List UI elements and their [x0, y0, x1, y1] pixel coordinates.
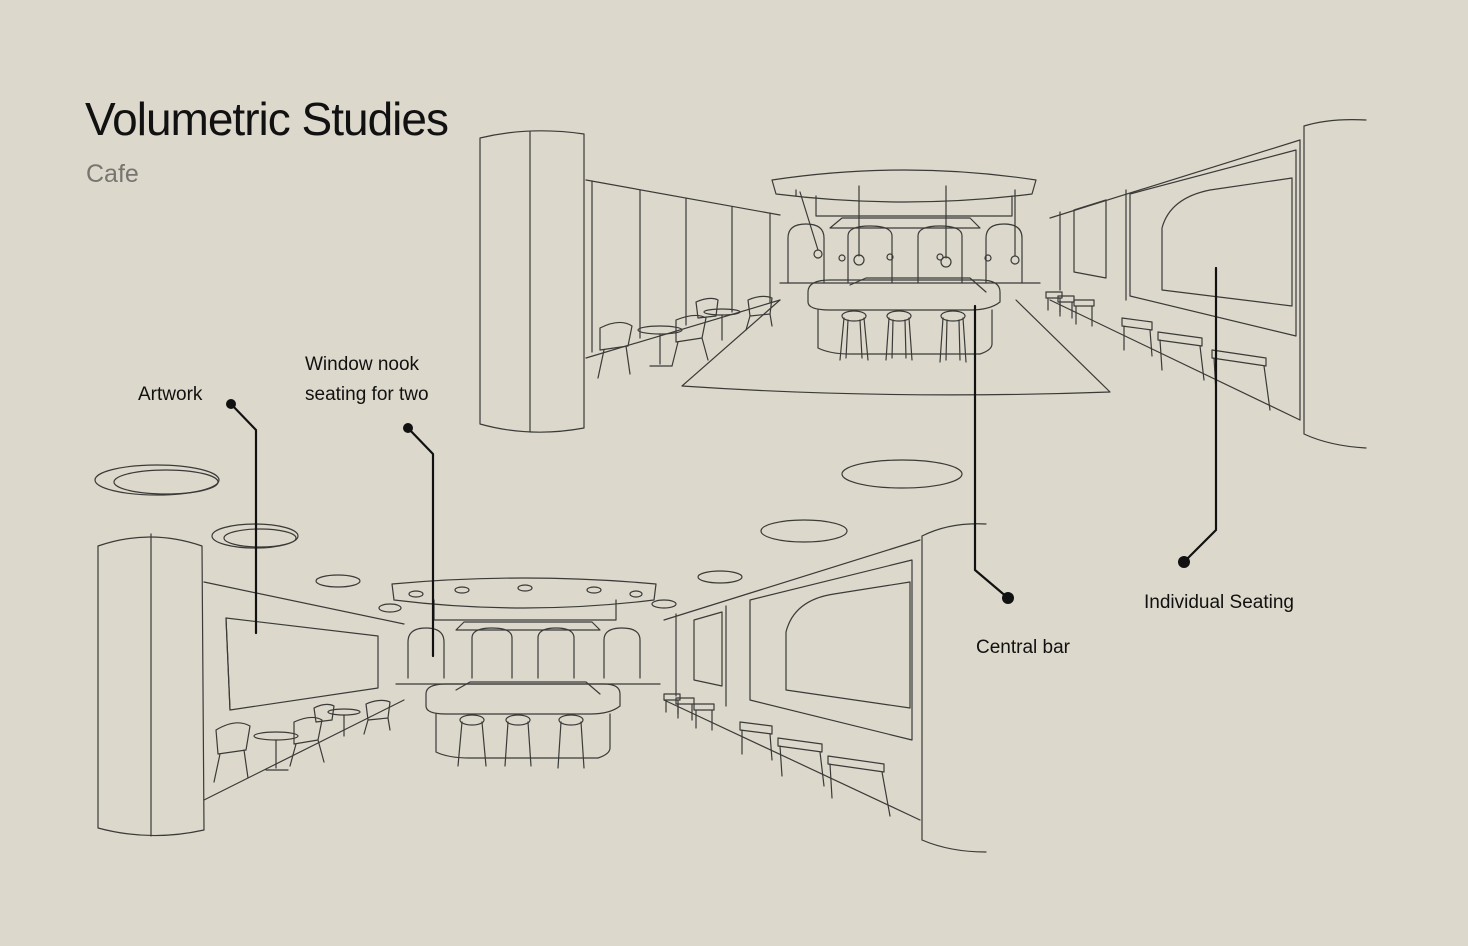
callout-individual-seating: Individual Seating [1144, 592, 1294, 613]
dot-central-bar [1002, 592, 1014, 604]
page-subtitle: Cafe [86, 160, 139, 188]
leader-individual-seating [1182, 266, 1218, 564]
callout-central-bar: Central bar [976, 637, 1070, 658]
bottom-sketch [94, 459, 987, 853]
dot-artwork [226, 399, 236, 409]
callout-artwork: Artwork [138, 384, 203, 405]
dot-individual-seating [1178, 556, 1190, 568]
page-title: Volumetric Studies [85, 93, 449, 145]
callout-leaders [226, 266, 1218, 658]
leader-window-nook [406, 426, 435, 658]
leader-artwork [229, 402, 258, 635]
leader-central-bar [973, 304, 1010, 600]
top-sketch [479, 119, 1367, 449]
dot-window-nook [403, 423, 413, 433]
callout-window-nook-line1: Window nook [305, 354, 420, 375]
callout-window-nook-line2: seating for two [305, 384, 429, 405]
